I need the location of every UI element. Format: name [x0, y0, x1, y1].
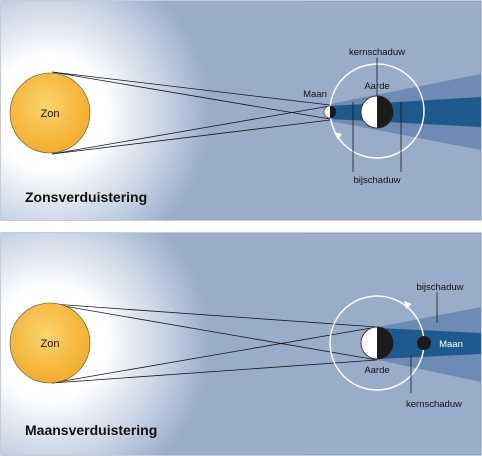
- earth-label: Aarde: [364, 365, 389, 376]
- light-rays: [51, 71, 331, 155]
- panel-title: Zonsverduistering: [25, 189, 147, 205]
- penumbra-label: bijschaduw: [354, 175, 401, 186]
- earth-night-side: [377, 96, 393, 128]
- solar-eclipse-panel: Zon kernschaduw Aarde Maan bijschaduw Zo…: [0, 0, 482, 221]
- umbra-label: kernschaduw: [406, 399, 462, 410]
- moon-icon: [417, 336, 431, 350]
- label-pointers: [352, 58, 402, 172]
- orbit-arrow-icon: [334, 132, 342, 140]
- lunar-eclipse-panel: Zon bijschaduw Aarde Maan kernschaduw Ma…: [0, 232, 482, 456]
- earth-night-side: [377, 327, 393, 359]
- sun-icon: [9, 302, 91, 384]
- earth-label: Aarde: [364, 81, 389, 92]
- penumbra-label: bijschaduw: [417, 282, 464, 293]
- moon-label: Maan: [439, 339, 463, 350]
- label-pointers: [410, 292, 438, 393]
- orbit-arrow-icon: [404, 301, 412, 309]
- light-rays: [51, 303, 378, 384]
- panel-title: Maansverduistering: [25, 422, 157, 438]
- moon-night-side: [330, 106, 336, 118]
- sun-icon: [9, 72, 91, 154]
- umbra-label: kernschaduw: [349, 47, 405, 58]
- moon-label: Maan: [303, 89, 327, 100]
- sun-label: Zon: [41, 338, 60, 350]
- sun-label: Zon: [41, 108, 60, 120]
